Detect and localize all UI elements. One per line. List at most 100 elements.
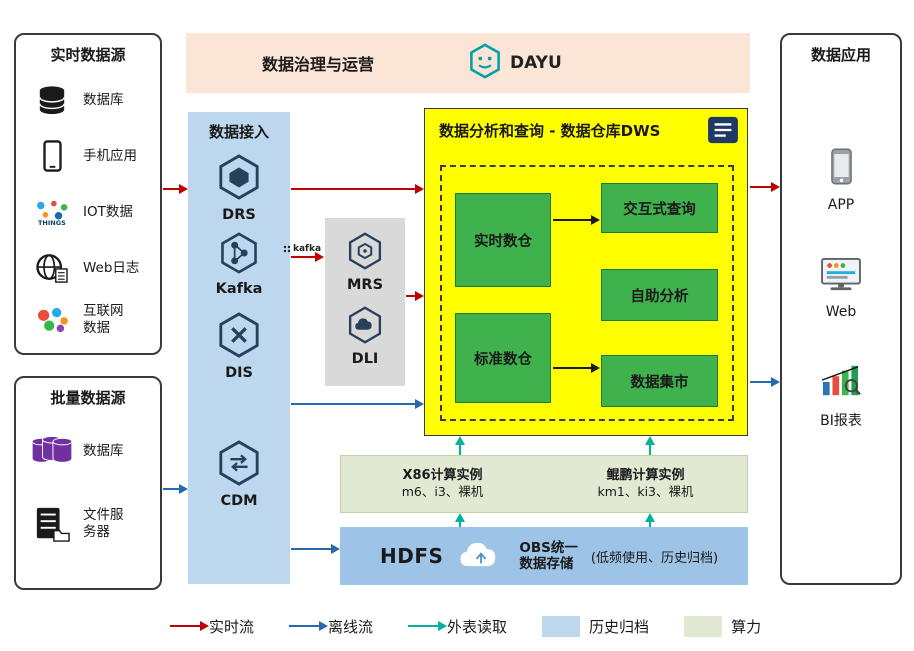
batch-sources-title: 批量数据源 [50, 389, 126, 407]
compute-name: 鲲鹏计算实例 [606, 467, 685, 483]
legend-item-offline-flow: 离线流 [289, 616, 373, 637]
compute-x86: X86计算实例 m6、i3、裸机 [341, 467, 544, 501]
arrow-realtime-to-query [553, 215, 600, 225]
app-item-bi: BI报表 [782, 363, 900, 430]
dayu-logo: DAYU [468, 43, 562, 83]
app-item-label: Web [825, 304, 857, 320]
svg-text:THINGS: THINGS [38, 219, 66, 226]
dws-panel: 数据分析和查询 - 数据仓库DWS 实时数仓 标准数仓 交互式查询 自助分析 数… [424, 108, 748, 436]
arrow-hdfs-to-compute-right [645, 513, 655, 527]
module-interactive-query: 交互式查询 [601, 183, 718, 233]
obs-line1: OBS统一 [519, 539, 578, 556]
kafka-hexagon-icon: kafka [219, 232, 321, 278]
service-name: Kafka [215, 281, 263, 297]
archive-swatch-icon [542, 615, 581, 637]
ingestion-panel: 数据接入 DRS [188, 112, 321, 584]
app-item-web: Web [782, 257, 900, 320]
legend-item-archive: 历史归档 [542, 615, 650, 637]
module-standard-warehouse: 标准数仓 [455, 313, 551, 403]
mobile-phone-icon [30, 140, 74, 172]
batch-sources-panel: 批量数据源 数据库 [14, 376, 162, 590]
arrow-ingestion-to-dws-offline [291, 399, 424, 409]
source-item-web-log: Web日志 [30, 247, 154, 289]
module-data-mart: 数据集市 [601, 355, 718, 407]
offline-flow-arrow-icon [289, 621, 329, 631]
service-kafka: kafka Kafka [188, 232, 321, 297]
module-self-service-analysis: 自助分析 [601, 269, 718, 321]
legend-item-compute: 算力 [684, 615, 762, 637]
dws-title: 数据分析和查询 - 数据仓库DWS [439, 122, 661, 140]
arrow-compute-to-dws-left [455, 436, 465, 455]
ingestion-title: 数据接入 [208, 123, 269, 141]
applications-panel: 数据应用 APP Web [780, 33, 902, 585]
service-name: MRS [346, 277, 384, 293]
hdfs-label: HDFS [380, 544, 444, 568]
source-item-label: Web日志 [83, 259, 140, 276]
compute-swatch-icon [684, 615, 723, 637]
drs-hexagon-icon [217, 154, 261, 204]
module-realtime-warehouse: 实时数仓 [455, 193, 551, 287]
source-item-mobile-app: 手机应用 [30, 135, 154, 177]
legend-item-realtime-flow: 实时流 [170, 616, 254, 637]
source-item-database: 数据库 [30, 79, 154, 121]
source-item-iot: THINGS IOT数据 [30, 191, 154, 233]
service-name: DRS [222, 207, 256, 223]
database-cluster-icon [30, 434, 74, 468]
web-monitor-icon [820, 257, 862, 297]
source-item-label: 互联网数据 [83, 303, 124, 336]
bi-report-icon [820, 363, 862, 403]
realtime-sources-panel: 实时数据源 数据库 手机应用 [14, 33, 162, 355]
service-dli: DLI [325, 306, 405, 367]
obs-line2: 数据存储 [519, 556, 574, 572]
source-item-label: 手机应用 [83, 147, 137, 164]
legend-item-external-read: 外表读取 [408, 616, 507, 637]
storage-note: (低频使用、历史归档) [590, 550, 719, 566]
service-cdm: CDM [188, 440, 290, 509]
external-read-arrow-icon [408, 621, 448, 631]
obs-cloud-icon [456, 538, 506, 575]
source-item-label: 数据库 [83, 442, 124, 459]
compute-kunpeng: 鲲鹏计算实例 km1、ki3、裸机 [544, 467, 747, 501]
compute-spec: km1、ki3、裸机 [597, 484, 694, 500]
compute-name: X86计算实例 [402, 467, 483, 483]
legend-label: 算力 [731, 617, 762, 636]
dws-inner-boundary [440, 165, 734, 421]
legend-label: 历史归档 [589, 617, 650, 636]
service-dis: DIS [188, 312, 290, 381]
governance-title: 数据治理与运营 [262, 55, 375, 74]
arrow-dws-to-app [750, 182, 780, 192]
source-item-label: 数据库 [83, 91, 124, 108]
iot-icon: THINGS [30, 198, 74, 226]
arrow-dws-to-web [750, 377, 780, 387]
service-name: DLI [351, 351, 379, 367]
storage-panel: HDFS OBS统一 数据存储 (低频使用、历史归档) [340, 527, 748, 585]
arrow-cdm-to-hdfs [291, 544, 340, 554]
kafka-brand-badge: kafka [283, 244, 321, 254]
document-icon [707, 116, 739, 148]
database-icon [30, 85, 74, 115]
source-item-label: IOT数据 [83, 203, 133, 220]
source-item-label: 文件服务器 [83, 507, 124, 540]
legend-label: 实时流 [209, 617, 255, 636]
app-item-app: APP [782, 147, 900, 213]
app-item-label: BI报表 [820, 413, 862, 429]
mrs-hexagon-icon [347, 232, 383, 274]
dayu-logo-text: DAYU [510, 53, 562, 73]
analytics-services-panel: MRS DLI [325, 218, 405, 386]
realtime-flow-arrow-icon [170, 621, 209, 631]
arrow-hdfs-to-compute-left [455, 513, 465, 527]
arrow-compute-to-dws-right [645, 436, 655, 455]
governance-banner: 数据治理与运营 DAYU [186, 33, 750, 93]
applications-title: 数据应用 [810, 46, 871, 64]
legend-label: 离线流 [328, 617, 374, 636]
arrow-realtime-to-ingestion [163, 184, 188, 194]
compute-panel: X86计算实例 m6、i3、裸机 鲲鹏计算实例 km1、ki3、裸机 [340, 455, 748, 513]
dis-hexagon-icon [217, 312, 261, 362]
service-name: CDM [220, 493, 258, 509]
arrow-kafka-to-mrs [291, 252, 324, 262]
web-globe-icon [30, 253, 74, 283]
legend-label: 外表读取 [447, 617, 508, 636]
app-phone-icon [830, 147, 853, 190]
kafka-dots-icon [283, 245, 291, 253]
